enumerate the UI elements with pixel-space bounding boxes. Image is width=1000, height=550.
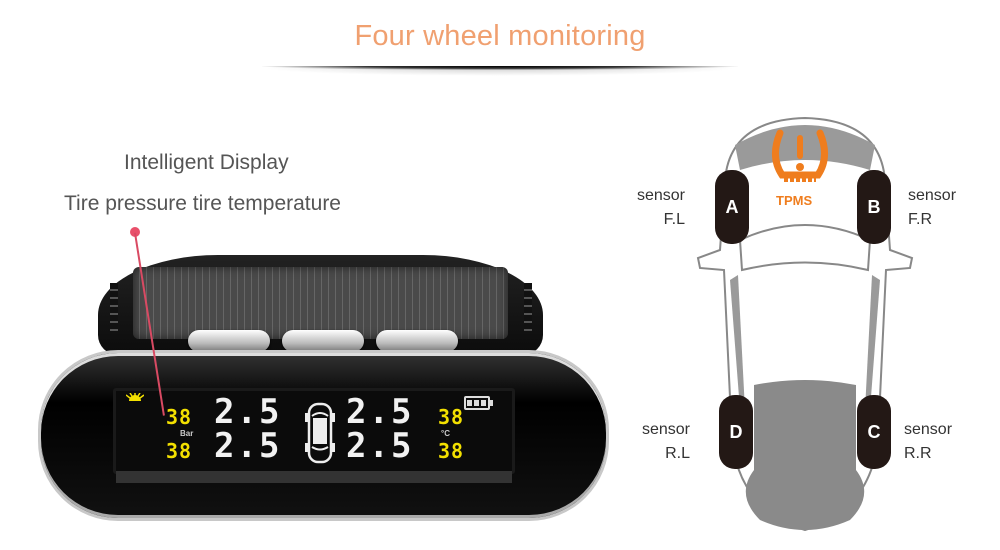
sensor-rl-position: R.L (665, 445, 690, 462)
sensor-rr-position: R.R (904, 445, 932, 462)
tire-b-front-right: B (857, 170, 891, 244)
lcd-bottom-bezel (116, 471, 512, 483)
temp-rear-left: 38 (166, 439, 193, 463)
pressure-front-right: 2.5 (346, 392, 414, 432)
sensor-fl-label: sensor F.L (625, 184, 685, 232)
device-button-row (188, 330, 458, 352)
sensor-rl-label: sensor R.L (630, 418, 690, 466)
lcd-screen: 38 Bar 38 2.5 2.5 2.5 2.5 38 °C 38 (113, 388, 515, 474)
pressure-rear-left: 2.5 (214, 426, 282, 466)
tpms-warning-icon (772, 129, 828, 182)
sensor-fr-position: F.R (908, 211, 932, 228)
vent-right (524, 283, 532, 333)
callout-pin-icon (130, 227, 140, 237)
tire-a-front-left: A (715, 170, 749, 244)
battery-icon (464, 396, 493, 410)
sensor-fr-label: sensor F.R (908, 184, 956, 232)
title-divider-shadow (262, 68, 738, 76)
tpms-label: TPMS (776, 193, 813, 208)
temp-front-left: 38 (166, 405, 193, 429)
temp-rear-right: 38 (438, 439, 465, 463)
device-left-button[interactable] (188, 330, 270, 352)
caption-pressure-temperature: Tire pressure tire temperature (64, 192, 341, 215)
title-divider (262, 66, 738, 70)
page-title: Four wheel monitoring (354, 20, 646, 52)
tire-d-rear-left: D (719, 395, 753, 469)
device-right-button[interactable] (376, 330, 458, 352)
pressure-rear-right: 2.5 (346, 426, 414, 466)
temp-front-right: 38 (438, 405, 465, 429)
sensor-rr-label: sensor R.R (904, 418, 952, 466)
sensor-fl-position: F.L (663, 211, 685, 228)
temp-unit: °C (441, 429, 450, 438)
sun-icon (126, 393, 144, 401)
device-middle-button[interactable] (282, 330, 364, 352)
vent-left (110, 283, 118, 333)
caption-intelligent-display: Intelligent Display (124, 151, 289, 174)
pressure-front-left: 2.5 (214, 392, 282, 432)
tpms-monitor-device: 38 Bar 38 2.5 2.5 2.5 2.5 38 °C 38 (38, 255, 609, 521)
tire-c-rear-right: C (857, 395, 891, 469)
car-icon (305, 402, 335, 464)
solar-panel (133, 267, 508, 339)
pressure-unit: Bar (180, 429, 194, 438)
